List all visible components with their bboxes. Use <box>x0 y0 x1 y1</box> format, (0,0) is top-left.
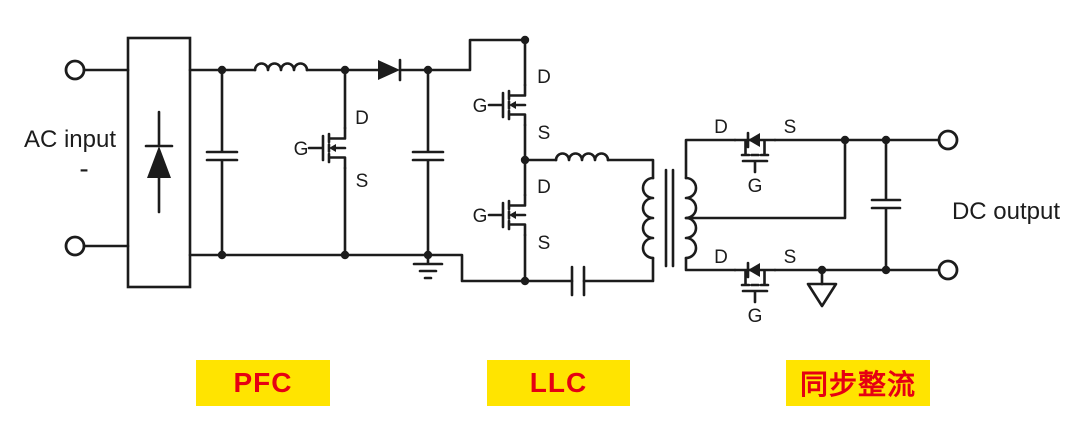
bridge-diode-icon <box>147 146 171 178</box>
pfc-boost-inductor <box>253 62 309 72</box>
junction-dot <box>520 35 530 45</box>
junction-dot <box>840 135 850 145</box>
secondary-ground-icon <box>806 282 838 308</box>
sr-bottom-drain-label: D <box>714 247 728 268</box>
llc-high-drain-label: D <box>537 67 551 88</box>
sr-top-gate-label: G <box>748 176 763 197</box>
pfc-mosfet-icon <box>307 126 347 170</box>
llc-resonant-capacitor <box>570 265 586 297</box>
sr-bottom-source-label: S <box>784 247 797 268</box>
pfc-top-rail-wire <box>188 38 527 87</box>
dc-terminal-top <box>937 129 959 151</box>
llc-high-source-label: S <box>538 123 551 144</box>
bridge-rectifier-box <box>126 36 192 289</box>
junction-dot <box>881 135 891 145</box>
primary-ground-icon <box>412 253 444 280</box>
ac-terminal-bottom <box>64 235 86 257</box>
pfc-input-capacitor <box>205 68 239 257</box>
pfc-mosfet-drain-label: D <box>355 108 369 129</box>
sr-top-mosfet-icon <box>733 131 777 174</box>
pfc-bottom-rail-wire <box>188 253 655 283</box>
junction-dot <box>423 65 433 75</box>
junction-dot <box>340 250 350 260</box>
ac-input-label: AC input <box>24 126 116 153</box>
output-capacitor <box>870 138 902 272</box>
stage-label-llc: LLC <box>487 360 630 406</box>
llc-low-gate-label: G <box>473 206 488 227</box>
llc-low-side-mosfet-icon <box>487 193 527 237</box>
transformer-core <box>664 168 675 268</box>
junction-dot <box>217 250 227 260</box>
pfc-boost-diode-icon <box>378 60 400 80</box>
llc-bridge-wires <box>523 123 655 283</box>
junction-dot <box>520 155 530 165</box>
dc-terminal-bottom <box>937 259 959 281</box>
sr-top-drain-label: D <box>714 117 728 138</box>
stage-label-pfc: PFC <box>196 360 330 406</box>
secondary-bottom-wire <box>684 256 737 272</box>
ac-terminal-top <box>64 59 86 81</box>
llc-low-source-label: S <box>538 233 551 254</box>
ac-lead-wires <box>82 68 130 248</box>
junction-dot <box>817 265 827 275</box>
junction-dots <box>217 35 891 286</box>
ac-polarity-label: - <box>79 153 88 184</box>
junction-dot <box>881 265 891 275</box>
llc-low-drain-label: D <box>537 177 551 198</box>
pfc-mosfet-source-label: S <box>356 171 369 192</box>
transformer-primary-winding <box>641 176 655 260</box>
junction-dot <box>423 250 433 260</box>
pfc-mosfet-gate-label: G <box>294 139 309 160</box>
pfc-bulk-capacitor <box>411 68 445 257</box>
junction-dot <box>217 65 227 75</box>
secondary-center-tap-wire <box>684 138 847 220</box>
junction-dot <box>340 65 350 75</box>
dc-output-label: DC output <box>952 198 1060 225</box>
sr-bottom-gate-label: G <box>748 306 763 327</box>
llc-resonant-inductor <box>554 152 610 162</box>
stage-label-sync-rect: 同步整流 <box>786 360 930 406</box>
junction-dot <box>520 276 530 286</box>
llc-high-gate-label: G <box>473 96 488 117</box>
sr-top-source-label: S <box>784 117 797 138</box>
secondary-top-wire <box>684 138 737 180</box>
sr-bottom-mosfet-icon <box>733 261 777 304</box>
llc-high-side-mosfet-icon <box>487 83 527 127</box>
